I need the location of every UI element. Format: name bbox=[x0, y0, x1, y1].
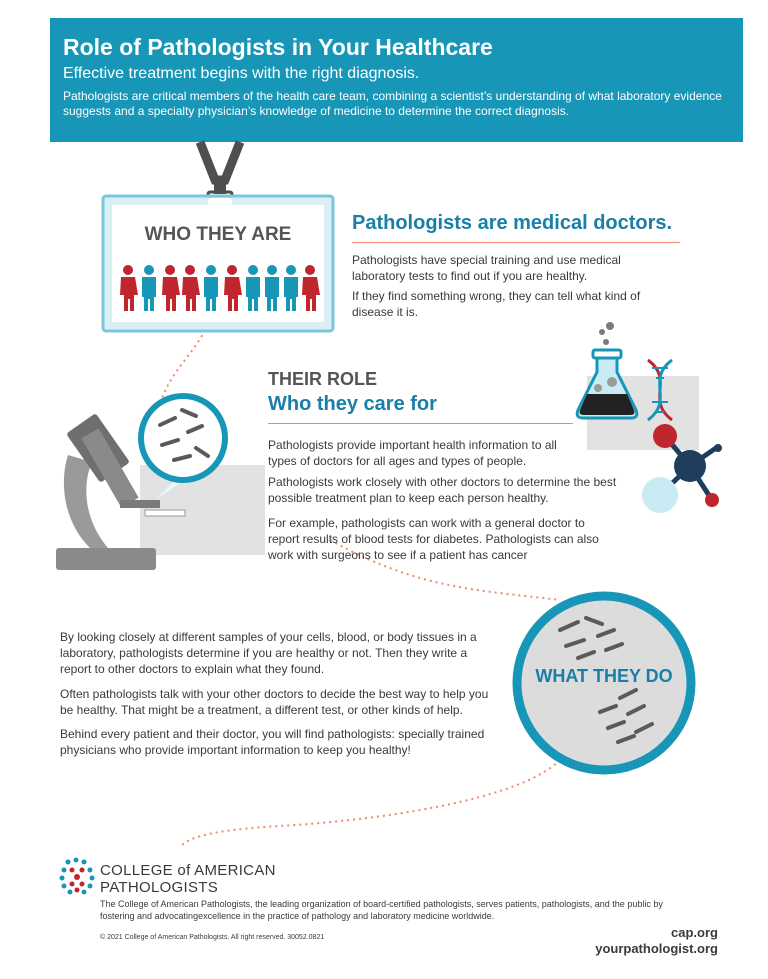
org-name-line-2: PATHOLOGISTS bbox=[100, 879, 219, 896]
section-divider bbox=[352, 242, 680, 243]
badge-label: WHO THEY ARE bbox=[144, 224, 292, 245]
org-description: The College of American Pathologists, th… bbox=[100, 899, 663, 921]
footer-links: cap.org yourpathologist.org bbox=[595, 925, 718, 957]
org-name-line-1: COLLEGE of AMERICAN bbox=[100, 862, 276, 879]
what-they-do-label: WHAT THEY DO bbox=[535, 666, 673, 686]
do-paragraph-2: Often pathologists talk with your other … bbox=[60, 687, 489, 717]
page-subtitle: Effective treatment begins with the righ… bbox=[63, 65, 420, 82]
section-divider bbox=[268, 423, 573, 424]
section-who-title: Pathologists are medical doctors. bbox=[352, 212, 673, 234]
cells-icon bbox=[138, 393, 228, 483]
section-role-kicker: THEIR ROLE bbox=[268, 369, 378, 389]
cap-link[interactable]: cap.org bbox=[671, 925, 718, 940]
role-paragraph-1: Pathologists provide important health in… bbox=[268, 438, 557, 468]
people-icon bbox=[120, 265, 320, 311]
do-paragraph-1: By looking closely at different samples … bbox=[60, 630, 477, 676]
microscope-icon bbox=[56, 414, 200, 570]
header-banner: Role of Pathologists in Your Healthcare … bbox=[50, 18, 743, 142]
yourpathologist-link[interactable]: yourpathologist.org bbox=[595, 941, 718, 956]
role-paragraph-2: Pathologists work closely with other doc… bbox=[268, 475, 617, 505]
what-they-do-circle bbox=[512, 591, 696, 775]
do-paragraph-3: Behind every patient and their doctor, y… bbox=[60, 727, 485, 757]
org-name: COLLEGE of AMERICAN PATHOLOGISTS bbox=[100, 862, 276, 896]
section-role-title: Who they care for bbox=[268, 393, 437, 415]
molecule-icon bbox=[642, 424, 722, 513]
flask-icon bbox=[575, 322, 639, 420]
intro-text: Pathologists are critical members of the… bbox=[63, 89, 722, 118]
who-paragraph-1: Pathologists have special training and u… bbox=[352, 253, 621, 283]
copyright: © 2021 College of American Pathologists.… bbox=[100, 934, 325, 941]
role-paragraph-3: For example, pathologists can work with … bbox=[268, 516, 599, 562]
who-paragraph-2: If they find something wrong, they can t… bbox=[352, 289, 641, 319]
page-title: Role of Pathologists in Your Healthcare bbox=[63, 34, 493, 60]
cap-logo-icon bbox=[59, 857, 95, 895]
dna-icon bbox=[647, 358, 673, 422]
